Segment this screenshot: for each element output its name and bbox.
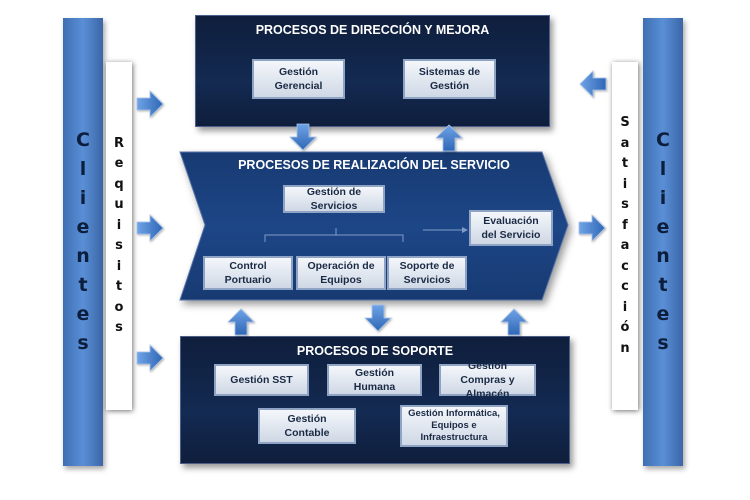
management-processes-panel: PROCESOS DE DIRECCIÓN Y MEJORA Gestión G… xyxy=(195,15,550,127)
vertical-letter: s xyxy=(657,332,669,354)
box-sistemas-de-gestion: Sistemas de Gestión xyxy=(403,59,496,99)
vertical-letter: u xyxy=(114,197,124,212)
arrow-right-1 xyxy=(136,90,164,118)
vertical-letter: e xyxy=(76,303,90,325)
thin-arrow-head xyxy=(462,227,468,233)
vertical-letter: f xyxy=(622,217,628,233)
vertical-letter: S xyxy=(620,115,630,130)
arrow-down-mid xyxy=(364,304,392,332)
vertical-letter: l xyxy=(659,158,667,180)
support-processes-panel: PROCESOS DE SOPORTE Gestión SST Gestión … xyxy=(180,336,570,464)
box-gestion-sst: Gestión SST xyxy=(214,364,309,396)
arrow-up-top xyxy=(435,124,463,152)
box-gestion-de-servicios: Gestión de Servicios xyxy=(283,185,385,213)
vertical-letter: n xyxy=(620,340,630,356)
vertical-letter: t xyxy=(78,274,88,296)
vertical-letter: i xyxy=(79,187,87,209)
box-control-portuario: Control Portuario xyxy=(203,256,293,290)
vertical-letter: ó xyxy=(620,320,630,335)
vertical-letter: n xyxy=(76,245,90,267)
service-processes-title: PROCESOS DE REALIZACIÓN DEL SERVICIO xyxy=(238,158,510,172)
vertical-letter: s xyxy=(115,238,123,253)
vertical-letter: i xyxy=(116,258,122,274)
vertical-letter: e xyxy=(76,216,90,238)
bracket-connector xyxy=(264,228,404,242)
arrow-down-top xyxy=(289,123,317,151)
vertical-letter: e xyxy=(656,216,670,238)
vertical-letter: R xyxy=(113,135,124,151)
vertical-letter: t xyxy=(658,274,668,296)
vertical-letter: t xyxy=(115,279,123,294)
arrow-up-right xyxy=(500,308,528,336)
vertical-letter: i xyxy=(622,176,628,192)
vertical-letter: e xyxy=(656,303,670,325)
vertical-letter: c xyxy=(621,258,629,274)
vertical-letter: l xyxy=(79,158,87,180)
vertical-letter: C xyxy=(656,129,670,151)
box-gestion-humana: Gestión Humana xyxy=(327,364,422,396)
management-processes-title: PROCESOS DE DIRECCIÓN Y MEJORA xyxy=(255,23,490,37)
vertical-letter: a xyxy=(620,135,630,151)
vertical-letter: s xyxy=(77,332,89,354)
box-evaluacion-del-servicio: Evaluación del Servicio xyxy=(469,210,553,246)
box-soporte-de-servicios: Soporte de Servicios xyxy=(387,256,467,290)
vertical-letter: i xyxy=(659,187,667,209)
vertical-letter: s xyxy=(115,320,123,335)
box-operacion-de-equipos: Operación de Equipos xyxy=(296,256,386,290)
box-gestion-gerencial: Gestión Gerencial xyxy=(252,59,345,99)
arrow-right-2 xyxy=(136,214,164,242)
arrow-right-satisfaction xyxy=(578,214,606,242)
box-gestion-informatica: Gestión Informática, Equipos e Infraestr… xyxy=(400,405,508,447)
box-gestion-compras-almacen: Gestión Compras y Almacén xyxy=(439,360,536,400)
vertical-letter: e xyxy=(114,156,124,171)
box-gestion-contable: Gestión Contable xyxy=(258,408,356,444)
support-processes-title: PROCESOS DE SOPORTE xyxy=(296,344,454,358)
vertical-letter: o xyxy=(114,299,124,315)
vertical-letter: s xyxy=(621,197,629,212)
vertical-letter: a xyxy=(620,238,630,253)
vertical-letter: i xyxy=(622,299,628,315)
vertical-letter: c xyxy=(621,279,629,294)
vertical-letter: n xyxy=(656,245,670,267)
vertical-letter: t xyxy=(621,156,629,171)
vertical-letter: i xyxy=(116,217,122,233)
arrow-up-left xyxy=(227,308,255,336)
vertical-letter: q xyxy=(114,176,124,192)
arrow-left-top xyxy=(579,70,607,98)
vertical-letter: C xyxy=(76,129,90,151)
arrow-right-3 xyxy=(136,344,164,372)
